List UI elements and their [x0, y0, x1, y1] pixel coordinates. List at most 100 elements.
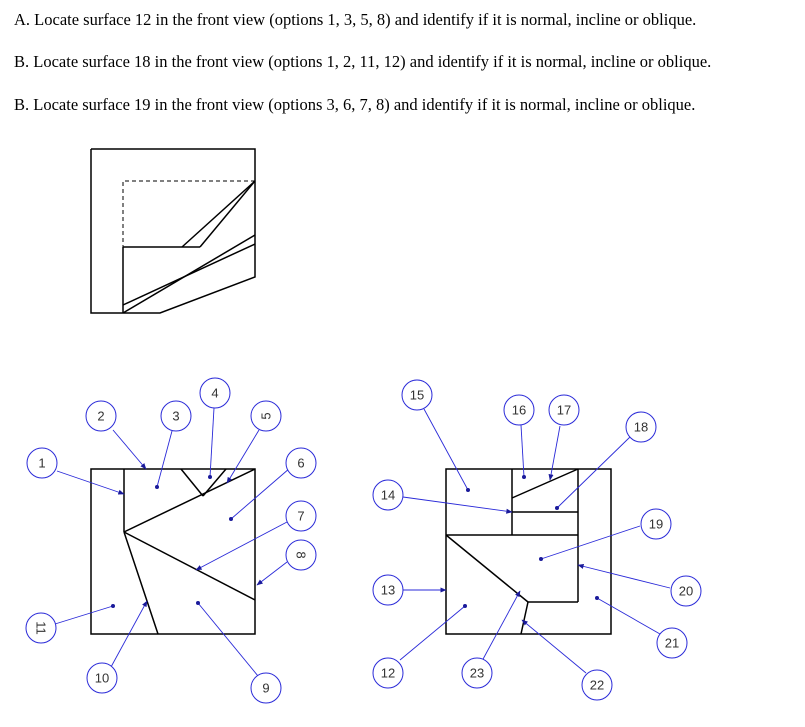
- leader-15-dot: [466, 488, 470, 492]
- front-view: [90, 468, 256, 635]
- leader-8: [256, 561, 288, 586]
- label-bubble-20[interactable]: 20: [670, 575, 702, 607]
- leader-6: [230, 467, 291, 520]
- bubble-text-22: 22: [590, 678, 604, 693]
- bubble-text-8: 8: [294, 551, 309, 558]
- side-view-leaders: [399, 408, 671, 674]
- label-bubble-7[interactable]: 7: [285, 500, 317, 532]
- label-bubble-19[interactable]: 19: [640, 508, 672, 540]
- leader-7: [195, 521, 288, 571]
- front-view-edge: [123, 468, 256, 533]
- top-view-hidden-line: [122, 180, 255, 247]
- bubble-text-19: 19: [649, 517, 663, 532]
- leader-9: [197, 602, 259, 677]
- top-view-outline: [90, 148, 256, 314]
- side-view-edge: [520, 601, 529, 635]
- leader-11: [54, 605, 114, 625]
- leader-11-dot: [111, 604, 115, 608]
- bubble-text-2: 2: [97, 409, 104, 424]
- leader-3: [156, 430, 173, 488]
- label-bubble-23[interactable]: 23: [461, 657, 493, 689]
- front-view-edge: [123, 531, 256, 601]
- bubble-text-6: 6: [297, 456, 304, 471]
- leader-16-dot: [522, 475, 526, 479]
- side-view-outline: [445, 468, 612, 635]
- question-c: B. Locate surface 19 in the front view (…: [14, 95, 696, 114]
- label-bubble-15[interactable]: 15: [401, 379, 433, 411]
- label-bubble-22[interactable]: 22: [581, 669, 613, 701]
- label-bubble-14[interactable]: 14: [372, 479, 404, 511]
- label-bubble-17[interactable]: 17: [548, 394, 580, 426]
- top-view: [90, 148, 256, 314]
- label-bubble-3[interactable]: 3: [160, 400, 192, 432]
- label-bubble-18[interactable]: 18: [625, 411, 657, 443]
- label-bubble-10[interactable]: 10: [86, 662, 118, 694]
- label-bubble-16[interactable]: 16: [503, 394, 535, 426]
- bubble-text-18: 18: [634, 420, 648, 435]
- label-bubble-9[interactable]: 9: [250, 672, 282, 704]
- leader-10: [110, 600, 148, 668]
- label-bubble-11[interactable]: 11: [25, 612, 57, 644]
- leader-4: [209, 407, 215, 478]
- label-bubble-4[interactable]: 4: [199, 377, 231, 409]
- leader-3-dot: [155, 485, 159, 489]
- leader-5: [226, 429, 260, 484]
- bubble-text-14: 14: [381, 488, 395, 503]
- front-view-edge: [202, 468, 227, 497]
- bubble-text-7: 7: [297, 509, 304, 524]
- leader-14: [402, 496, 513, 514]
- side-view-bubbles: 12 13 14 15 16 17 18 19: [372, 379, 702, 701]
- leader-19: [540, 525, 641, 560]
- bubble-text-1: 1: [38, 456, 45, 471]
- label-bubble-2[interactable]: 2: [85, 400, 117, 432]
- label-bubble-5[interactable]: 5: [250, 400, 282, 432]
- bubble-text-13: 13: [381, 583, 395, 598]
- leader-18: [556, 436, 631, 509]
- leader-19-dot: [539, 557, 543, 561]
- label-bubble-6[interactable]: 6: [285, 447, 317, 479]
- bubble-text-23: 23: [470, 666, 484, 681]
- leader-1: [56, 470, 125, 495]
- top-view-edge: [181, 180, 256, 248]
- front-view-edge: [123, 531, 159, 635]
- leader-21-dot: [595, 596, 599, 600]
- front-view-leaders: [54, 407, 291, 677]
- bubble-text-11: 11: [34, 621, 49, 635]
- leader-6-dot: [229, 517, 233, 521]
- leader-15: [423, 408, 469, 491]
- leader-16: [520, 424, 525, 478]
- side-view: [445, 468, 612, 635]
- bubble-text-5: 5: [259, 412, 274, 419]
- leader-22: [521, 619, 587, 674]
- question-b: B. Locate surface 18 in the front view (…: [14, 52, 712, 71]
- bubble-text-12: 12: [381, 666, 395, 681]
- bubble-text-15: 15: [410, 388, 424, 403]
- front-view-outline: [90, 468, 256, 635]
- bubble-text-17: 17: [557, 403, 571, 418]
- bubble-text-3: 3: [172, 409, 179, 424]
- bubble-text-9: 9: [262, 681, 269, 696]
- top-view-edge: [122, 243, 256, 306]
- leader-12: [399, 605, 466, 661]
- leader-21: [596, 597, 661, 635]
- bubble-text-16: 16: [512, 403, 526, 418]
- question-a: A. Locate surface 12 in the front view (…: [14, 10, 697, 29]
- bubble-text-4: 4: [211, 386, 218, 401]
- leader-4-dot: [208, 475, 212, 479]
- bubble-text-10: 10: [95, 671, 109, 686]
- front-view-edge: [180, 468, 204, 497]
- leader-20: [577, 563, 671, 589]
- leader-17: [548, 425, 561, 481]
- label-bubble-12[interactable]: 12: [372, 657, 404, 689]
- bubble-text-21: 21: [665, 636, 679, 651]
- label-bubble-1[interactable]: 1: [26, 447, 58, 479]
- label-bubble-13[interactable]: 13: [372, 574, 404, 606]
- front-view-bubbles: 1 2 3 4 5 6 7 8: [25, 377, 317, 704]
- leader-2: [112, 429, 147, 470]
- top-view-edge: [199, 180, 256, 248]
- label-bubble-8[interactable]: 8: [285, 539, 317, 571]
- leader-18-dot: [555, 506, 559, 510]
- label-bubble-21[interactable]: 21: [656, 627, 688, 659]
- side-view-edge: [445, 534, 529, 603]
